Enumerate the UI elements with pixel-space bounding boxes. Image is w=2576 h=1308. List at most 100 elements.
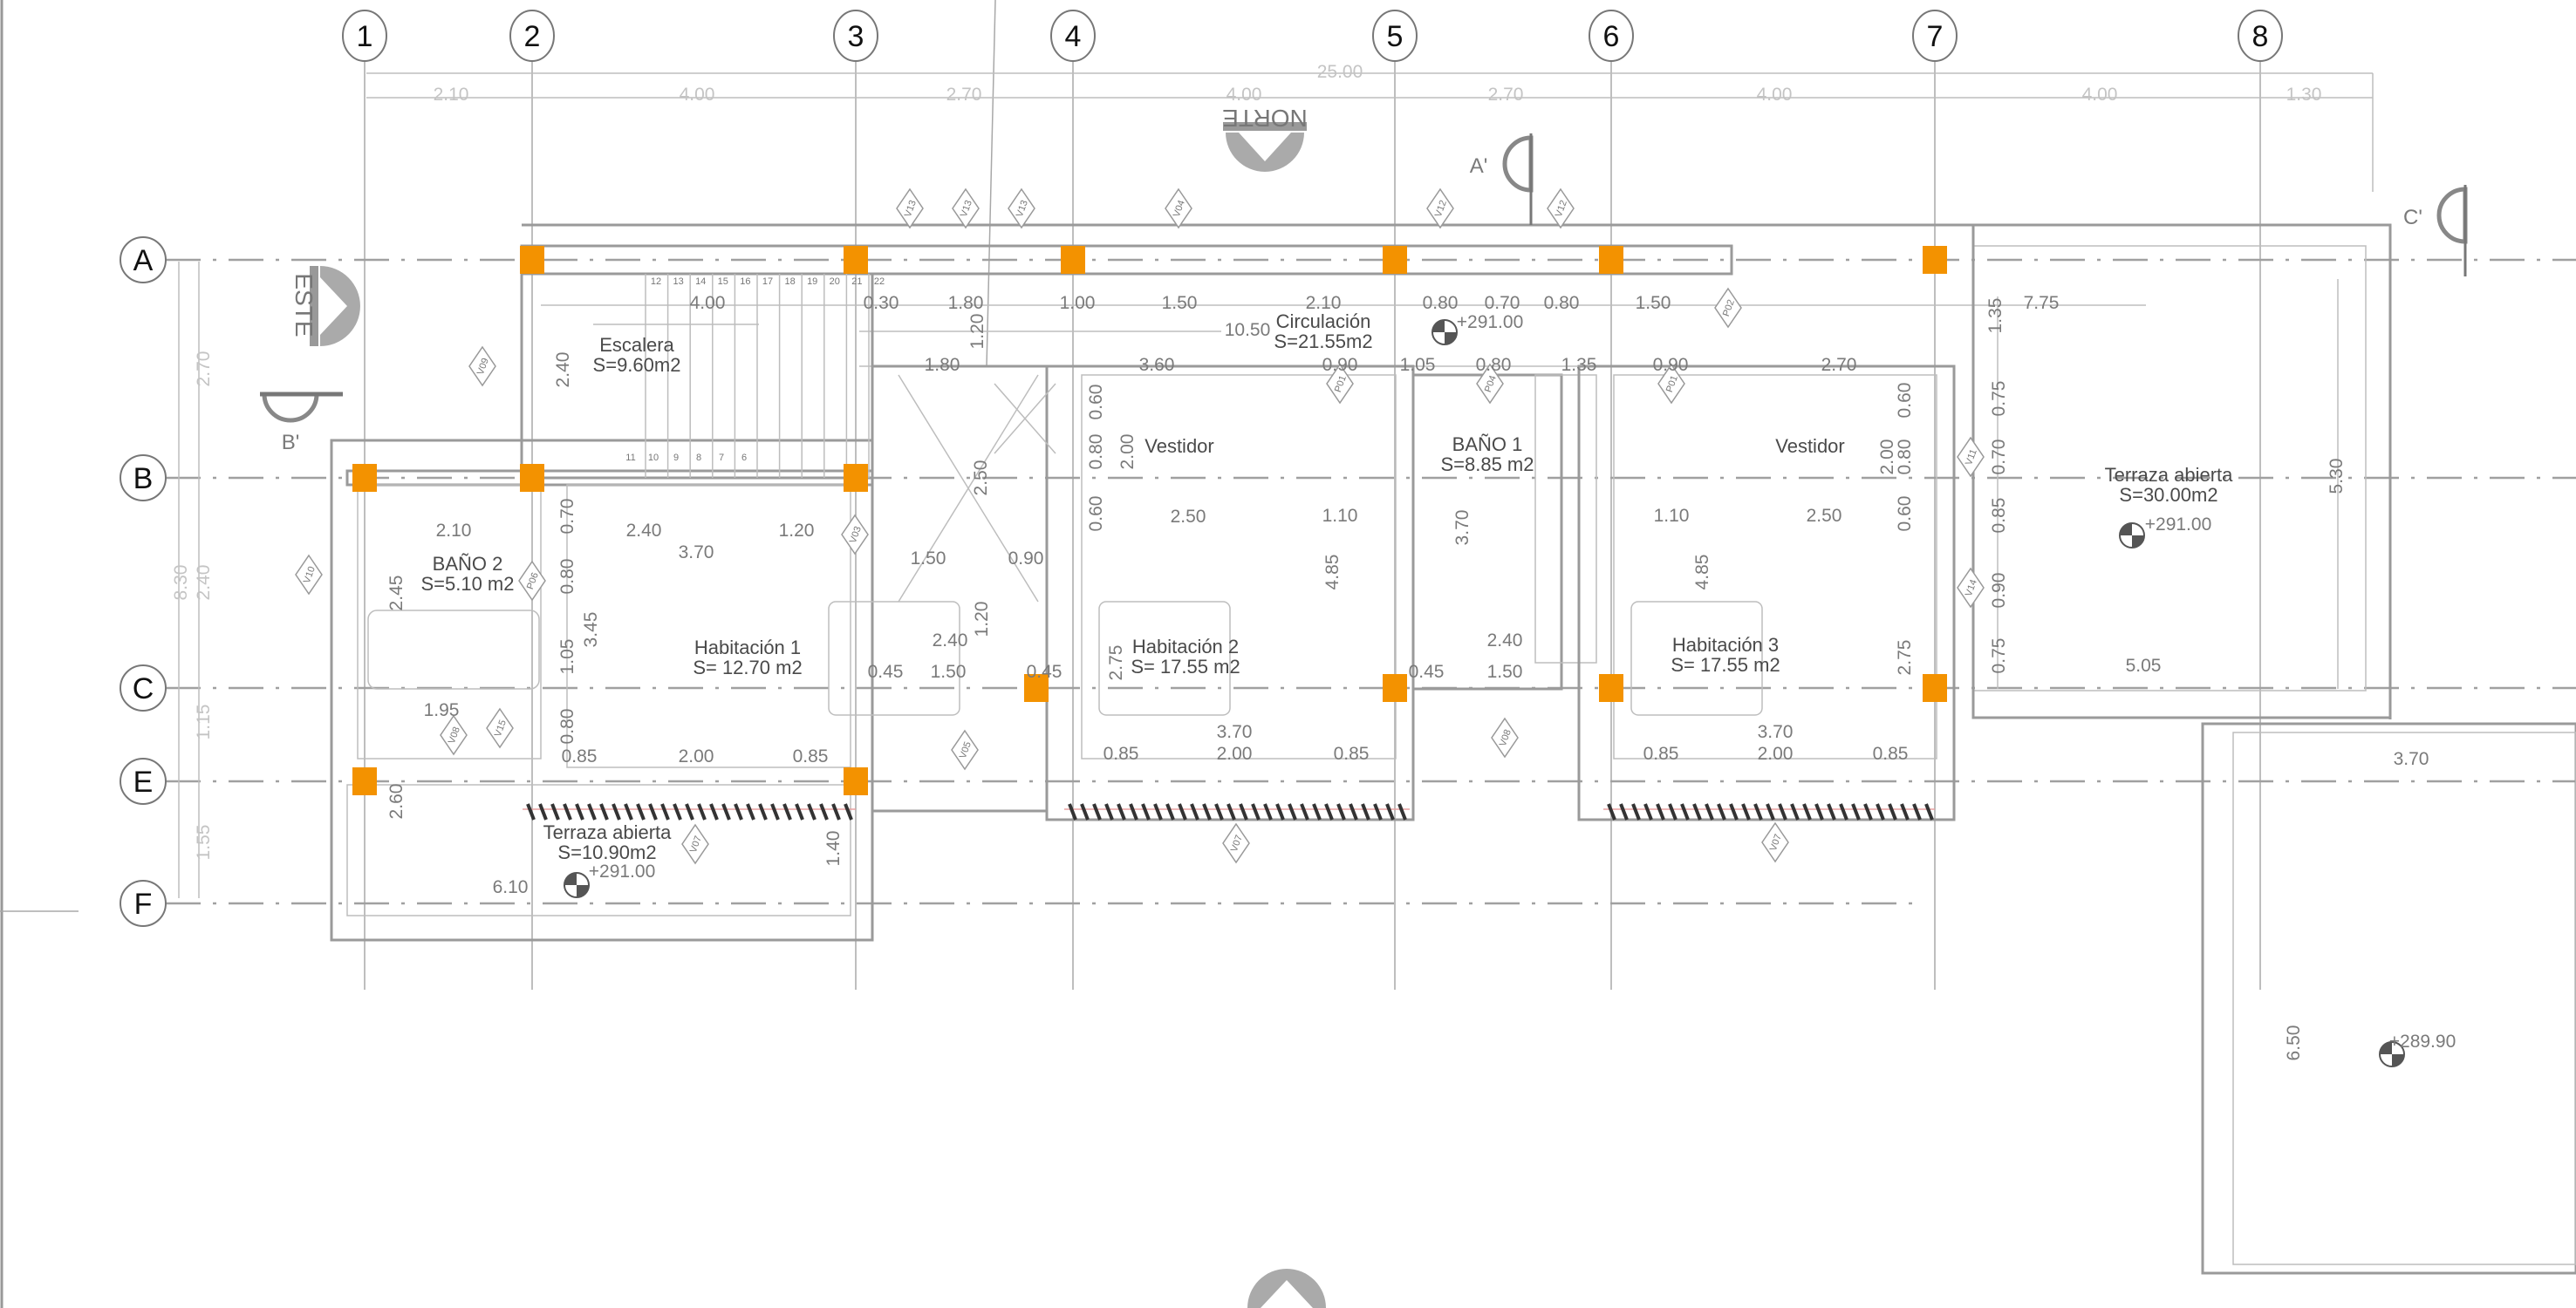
railing-hatch xyxy=(1214,803,1224,821)
railing-hatch xyxy=(795,803,804,821)
railing-hatch xyxy=(1863,803,1873,821)
stair-step-number: 7 xyxy=(719,453,724,463)
grid-column-label: 1 xyxy=(357,20,373,53)
dimension-label: 2.40 xyxy=(194,565,214,601)
dimension-label: 2.70 xyxy=(946,85,982,105)
railing-hatch xyxy=(844,803,853,821)
railing-hatch xyxy=(1643,803,1653,821)
dimension-label: 5.30 xyxy=(2327,459,2347,494)
railing-hatch xyxy=(1349,803,1358,821)
dimension-label: 5.05 xyxy=(2126,656,2162,676)
dimension-label: 0.80 xyxy=(1476,355,1512,375)
stair-step-number: 15 xyxy=(718,276,728,287)
grid-bubble xyxy=(120,454,167,501)
structural-column xyxy=(520,464,544,492)
structural-columns xyxy=(352,246,1947,795)
dimension-label: 1.20 xyxy=(779,521,815,541)
railing-hatch xyxy=(673,803,682,821)
dimension-label: 1.80 xyxy=(925,355,960,375)
section-marks: A'B'C' xyxy=(260,133,2468,454)
railing-hatch xyxy=(1068,803,1077,821)
dimension-label: 1.05 xyxy=(557,639,577,675)
dimension-label: 0.70 xyxy=(557,499,577,535)
railing-hatch xyxy=(538,803,548,821)
railing-hatch xyxy=(1397,803,1407,821)
room-name: Terraza abierta xyxy=(2105,464,2234,486)
railing-hatch xyxy=(1924,803,1934,821)
railing-hatch xyxy=(697,803,707,821)
railing-hatch xyxy=(1373,803,1383,821)
dimension-label: 0.60 xyxy=(1086,385,1106,420)
railing-hatch xyxy=(612,803,621,821)
railing-hatch xyxy=(709,803,719,821)
railing-hatch xyxy=(1324,803,1334,821)
grid-column-label: 5 xyxy=(1387,20,1404,53)
dimension-label: 2.40 xyxy=(553,352,573,388)
railing-hatch xyxy=(758,803,768,821)
dimension-label: 1.30 xyxy=(2286,85,2322,105)
room-name: Vestidor xyxy=(1775,435,1845,457)
dimension-label: 0.80 xyxy=(557,559,577,595)
dimension-label: 0.45 xyxy=(868,662,904,682)
room-area: S=10.90m2 xyxy=(557,841,656,863)
railing-hatch xyxy=(1361,803,1370,821)
tag-diamond xyxy=(1426,187,1454,229)
dimension-label: 7.75 xyxy=(2024,293,2060,313)
railing-hatch xyxy=(1717,803,1726,821)
stair-step-number: 8 xyxy=(696,453,701,463)
dimension-label: 2.40 xyxy=(933,630,968,651)
dimension-label: 10.50 xyxy=(1225,320,1271,340)
railing-hatch xyxy=(819,803,829,821)
tag-diamond xyxy=(1957,567,1985,609)
tag-diamond xyxy=(440,714,468,756)
railing-hatch xyxy=(1888,803,1897,821)
grid-bubble xyxy=(1912,10,1958,62)
railing-hatch xyxy=(1165,803,1175,821)
dimension-label: 1.80 xyxy=(948,293,984,313)
dimension-label: 2.00 xyxy=(1117,434,1138,470)
railing-hatch xyxy=(1080,803,1090,821)
dimension-label: 0.85 xyxy=(1643,744,1679,764)
dimension-label: 0.85 xyxy=(1873,744,1909,764)
railing-hatch xyxy=(1117,803,1126,821)
dimension-label: 2.70 xyxy=(1821,355,1857,375)
railing-hatch xyxy=(1692,803,1702,821)
stair-step-number: 22 xyxy=(874,276,885,287)
railing-hatch xyxy=(1631,803,1641,821)
dimension-label: 2.40 xyxy=(626,521,662,541)
tag-diamond xyxy=(952,187,980,229)
grid-row-label: B xyxy=(133,462,154,495)
grid-row-label: C xyxy=(133,672,154,705)
dimension-label: 0.70 xyxy=(1989,439,2009,475)
grid-row-label: E xyxy=(133,766,154,799)
railing-hatch xyxy=(1312,803,1322,821)
grid-bubble xyxy=(342,10,387,62)
dimension-label: 2.00 xyxy=(1758,744,1794,764)
grid-row-label: A xyxy=(133,244,154,277)
room-area: S=30.00m2 xyxy=(2119,484,2217,506)
dimension-label: 2.70 xyxy=(194,351,214,387)
room-area: S=8.85 m2 xyxy=(1440,453,1534,475)
level-symbol-fill xyxy=(2120,523,2144,548)
stair-step-number: 12 xyxy=(651,276,661,287)
dimension-label: 0.80 xyxy=(557,709,577,745)
railing-hatch xyxy=(1851,803,1861,821)
dimension-label: 1.05 xyxy=(1400,355,1436,375)
room-name: Escalera xyxy=(599,334,674,356)
stair-step-number: 14 xyxy=(695,276,706,287)
grid-bubble xyxy=(2238,10,2283,62)
grid-bubble xyxy=(1372,10,1418,62)
stair-step-number: 19 xyxy=(807,276,817,287)
dimension-label: 6.10 xyxy=(493,877,529,897)
grid-bubble xyxy=(120,664,167,712)
room-area: S= 12.70 m2 xyxy=(693,657,802,678)
tag-diamond xyxy=(1957,436,1985,478)
dimension-label: 4.00 xyxy=(1227,85,1262,105)
dimension-label: 1.95 xyxy=(424,700,460,720)
railing-hatch xyxy=(1190,803,1199,821)
railing-hatch xyxy=(1839,803,1848,821)
railing-hatch xyxy=(1619,803,1629,821)
